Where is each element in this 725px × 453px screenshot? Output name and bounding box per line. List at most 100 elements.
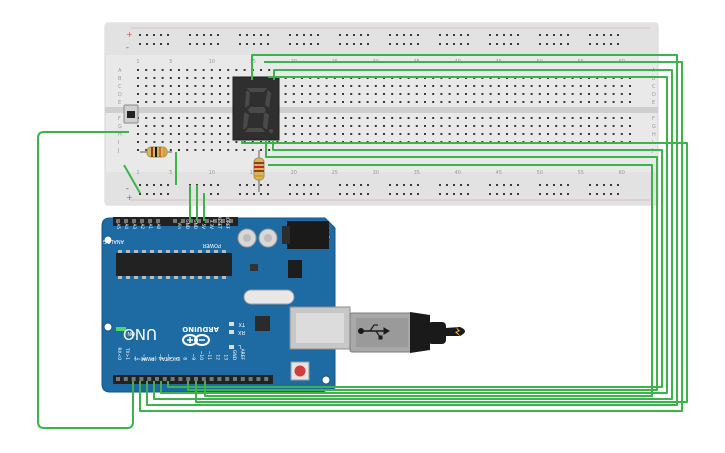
breadboard-hole[interactable] xyxy=(465,117,467,119)
rail-hole[interactable] xyxy=(610,193,612,195)
breadboard-hole[interactable] xyxy=(210,93,213,95)
breadboard-hole[interactable] xyxy=(161,133,164,135)
breadboard-hole[interactable] xyxy=(227,85,230,87)
breadboard-hole[interactable] xyxy=(596,101,599,103)
breadboard-hole[interactable] xyxy=(424,117,426,119)
breadboard-hole[interactable] xyxy=(506,85,508,87)
breadboard-hole[interactable] xyxy=(424,93,426,95)
breadboard-hole[interactable] xyxy=(620,117,623,119)
rail-hole[interactable] xyxy=(146,34,148,36)
wire-pin7-to-display[interactable] xyxy=(167,140,663,388)
breadboard-hole[interactable] xyxy=(489,101,492,103)
rail-hole[interactable] xyxy=(146,193,148,195)
rail-hole[interactable] xyxy=(539,193,541,195)
breadboard-hole[interactable] xyxy=(153,85,156,87)
rail-hole[interactable] xyxy=(410,193,412,195)
rail-hole[interactable] xyxy=(367,43,369,45)
rail-hole[interactable] xyxy=(489,43,491,45)
rail-hole[interactable] xyxy=(146,43,148,45)
breadboard-hole[interactable] xyxy=(440,93,443,95)
rail-hole[interactable] xyxy=(510,34,512,36)
breadboard-hole[interactable] xyxy=(350,133,353,135)
header-pin[interactable] xyxy=(132,219,136,223)
breadboard-hole[interactable] xyxy=(522,125,525,127)
rail-hole[interactable] xyxy=(289,43,291,45)
breadboard-hole[interactable] xyxy=(522,117,525,119)
breadboard-hole[interactable] xyxy=(284,125,287,127)
breadboard-hole[interactable] xyxy=(169,133,172,135)
wires[interactable] xyxy=(37,54,688,429)
rail-hole[interactable] xyxy=(310,43,312,45)
rail-hole[interactable] xyxy=(453,184,455,186)
breadboard-hole[interactable] xyxy=(153,133,156,135)
breadboard-hole[interactable] xyxy=(227,93,230,95)
breadboard-hole[interactable] xyxy=(210,125,213,127)
breadboard-hole[interactable] xyxy=(530,85,533,87)
breadboard-hole[interactable] xyxy=(538,125,541,127)
breadboard-hole[interactable] xyxy=(202,117,205,119)
breadboard-hole[interactable] xyxy=(317,85,320,87)
breadboard-hole[interactable] xyxy=(210,77,213,79)
breadboard-hole[interactable] xyxy=(202,125,205,127)
breadboard-hole[interactable] xyxy=(448,101,451,103)
breadboard-hole[interactable] xyxy=(219,93,221,95)
rail-hole[interactable] xyxy=(339,193,341,195)
breadboard-hole[interactable] xyxy=(481,93,484,95)
breadboard-hole[interactable] xyxy=(432,133,435,135)
rail-hole[interactable] xyxy=(403,43,405,45)
breadboard-hole[interactable] xyxy=(547,93,549,95)
rail-hole[interactable] xyxy=(153,34,155,36)
rail-hole[interactable] xyxy=(353,43,355,45)
rail-hole[interactable] xyxy=(546,193,548,195)
rail-hole[interactable] xyxy=(496,34,498,36)
breadboard-hole[interactable] xyxy=(489,117,492,119)
rail-hole[interactable] xyxy=(317,43,319,45)
breadboard-hole[interactable] xyxy=(596,93,599,95)
breadboard-hole[interactable] xyxy=(194,69,197,71)
rail-hole[interactable] xyxy=(210,193,212,195)
breadboard-hole[interactable] xyxy=(210,141,213,143)
breadboard-hole[interactable] xyxy=(227,77,230,79)
breadboard-hole[interactable] xyxy=(186,85,189,87)
breadboard-hole[interactable] xyxy=(415,101,418,103)
breadboard-hole[interactable] xyxy=(374,117,377,119)
header-pin[interactable] xyxy=(194,377,198,381)
breadboard-hole[interactable] xyxy=(243,69,246,71)
header-pin[interactable] xyxy=(217,377,222,381)
header-pin[interactable] xyxy=(221,219,225,223)
breadboard-hole[interactable] xyxy=(604,125,607,127)
breadboard-hole[interactable] xyxy=(309,93,312,95)
breadboard-hole[interactable] xyxy=(571,125,574,127)
breadboard-hole[interactable] xyxy=(374,133,377,135)
rail-hole[interactable] xyxy=(360,184,362,186)
breadboard-hole[interactable] xyxy=(538,93,541,95)
breadboard-hole[interactable] xyxy=(514,93,517,95)
breadboard-hole[interactable] xyxy=(342,117,344,119)
rail-hole[interactable] xyxy=(317,184,319,186)
rail-hole[interactable] xyxy=(139,34,141,36)
rail-hole[interactable] xyxy=(239,34,241,36)
rail-hole[interactable] xyxy=(260,193,262,195)
breadboard-hole[interactable] xyxy=(309,125,312,127)
rail-hole[interactable] xyxy=(217,34,219,36)
header-pin[interactable] xyxy=(225,377,230,381)
breadboard-hole[interactable] xyxy=(456,101,459,103)
rail-hole[interactable] xyxy=(217,43,219,45)
rail-hole[interactable] xyxy=(603,34,605,36)
breadboard-hole[interactable] xyxy=(178,117,180,119)
wire-pin10-to-display[interactable] xyxy=(204,164,653,397)
rail-hole[interactable] xyxy=(396,184,398,186)
breadboard-hole[interactable] xyxy=(227,125,230,127)
breadboard-hole[interactable] xyxy=(161,141,164,143)
rail-hole[interactable] xyxy=(617,34,619,36)
breadboard-hole[interactable] xyxy=(604,101,607,103)
breadboard-hole[interactable] xyxy=(571,85,574,87)
rail-hole[interactable] xyxy=(139,184,141,186)
rail-hole[interactable] xyxy=(353,193,355,195)
breadboard-hole[interactable] xyxy=(284,93,287,95)
rail-hole[interactable] xyxy=(546,34,548,36)
rail-hole[interactable] xyxy=(346,193,348,195)
breadboard-hole[interactable] xyxy=(555,101,558,103)
rail-hole[interactable] xyxy=(446,43,448,45)
header-pin[interactable] xyxy=(156,219,160,223)
